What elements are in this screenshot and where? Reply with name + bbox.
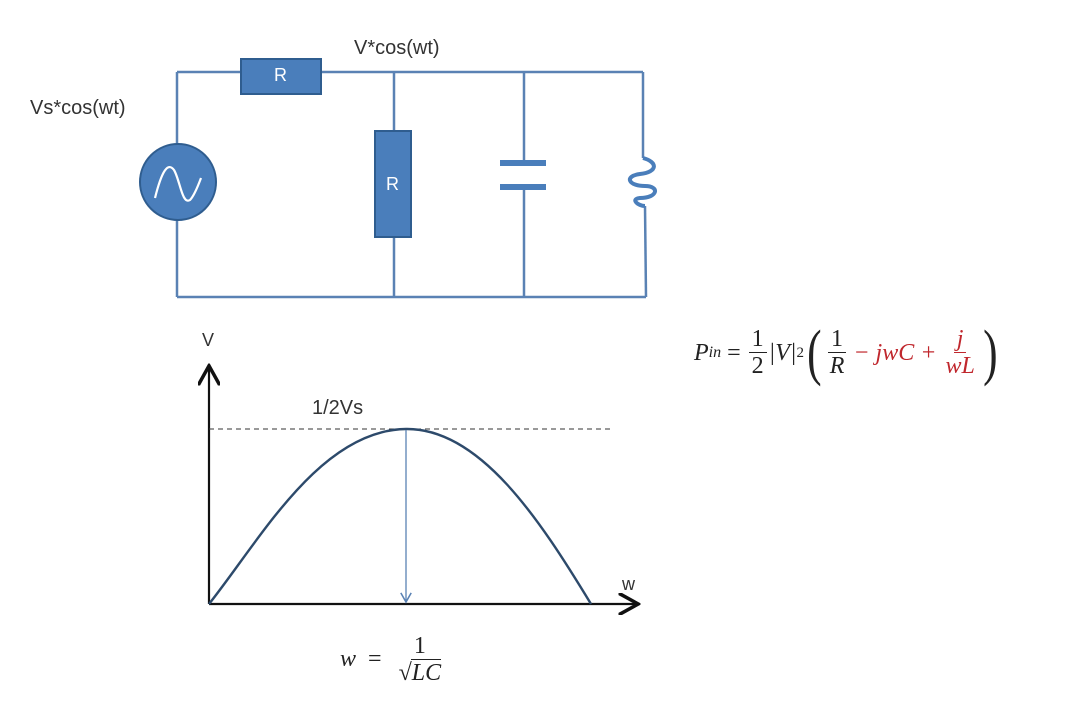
capacitor-icon <box>500 160 546 190</box>
power-eq: = <box>727 339 741 366</box>
resonance-denominator: LC <box>411 659 442 687</box>
ac-source-icon <box>139 143 217 221</box>
series-resistor-icon <box>240 58 322 95</box>
resonance-lhs: w <box>340 646 357 672</box>
abs-v: |V| <box>768 339 797 366</box>
peak-label: 1/2Vs <box>312 397 364 419</box>
inductor-icon <box>628 156 657 208</box>
term3-denominator: wL <box>945 352 975 379</box>
term3-numerator: j <box>953 326 967 353</box>
power-lhs-sub: in <box>708 344 722 361</box>
half-numerator: 1 <box>748 326 767 353</box>
graph-axes <box>209 368 636 604</box>
resonance-formula: w = 1 √LC <box>340 633 446 688</box>
resonance-numerator: 1 <box>410 633 429 661</box>
shunt-resistor-label: R <box>386 174 399 194</box>
y-axis-label: V <box>202 330 215 350</box>
right-paren: ) <box>982 319 998 387</box>
term2: − jwC + <box>853 339 937 366</box>
series-resistor-label: R <box>274 65 287 85</box>
term1-denominator: R <box>829 352 845 379</box>
resonance-eq: = <box>368 646 382 672</box>
term1-numerator: 1 <box>828 326 847 353</box>
source-voltage-label: Vs*cos(wt) <box>30 97 126 119</box>
sqrt-symbol: √ <box>398 660 412 687</box>
power-lhs: P <box>694 339 709 366</box>
response-curve <box>208 427 593 605</box>
shunt-resistor-icon <box>374 130 412 238</box>
circuit-wires <box>175 70 648 299</box>
half-denominator: 2 <box>751 352 764 379</box>
abs-v-exponent: 2 <box>796 344 805 361</box>
left-paren: ( <box>807 319 822 387</box>
x-axis-label: w <box>622 574 635 594</box>
node-voltage-label: V*cos(wt) <box>354 37 440 59</box>
